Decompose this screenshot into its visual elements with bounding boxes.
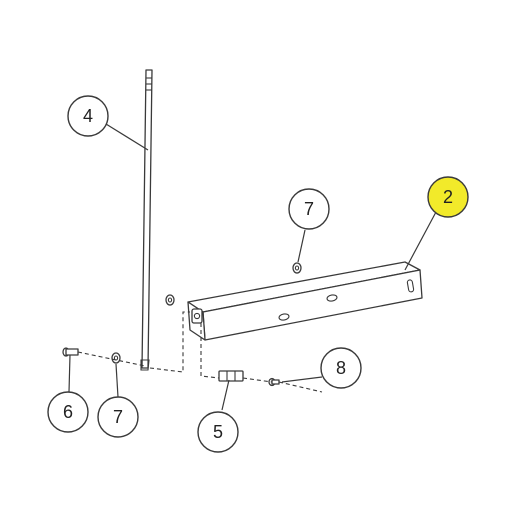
- leader-lines: [68, 123, 437, 411]
- callout-7-upper: 7: [288, 188, 330, 230]
- callout-label: 7: [113, 407, 123, 427]
- callout-label: 8: [336, 358, 346, 378]
- rod-part-4: [140, 69, 153, 371]
- callout-5: 5: [197, 411, 239, 453]
- callout-6: 6: [47, 391, 89, 433]
- callout-4: 4: [67, 95, 109, 137]
- callout-label: 5: [213, 422, 223, 442]
- callout-2: 2: [427, 176, 469, 218]
- washer-part-7-mid: [165, 294, 175, 306]
- bolt-part-6: [62, 347, 79, 357]
- washer-part-7-lower: [111, 352, 121, 364]
- callout-label: 6: [63, 402, 73, 422]
- callout-label: 2: [443, 187, 453, 207]
- callout-8: 8: [320, 347, 362, 389]
- bracket-part-2: [187, 261, 423, 341]
- callout-label: 7: [304, 199, 314, 219]
- screw-part-8: [268, 377, 280, 387]
- assembly-lines: [77, 311, 323, 393]
- callout-label: 4: [83, 106, 93, 126]
- clip-part-5: [218, 370, 244, 382]
- washer-part-7-upper: [292, 262, 302, 274]
- callout-7-lower: 7: [97, 396, 139, 438]
